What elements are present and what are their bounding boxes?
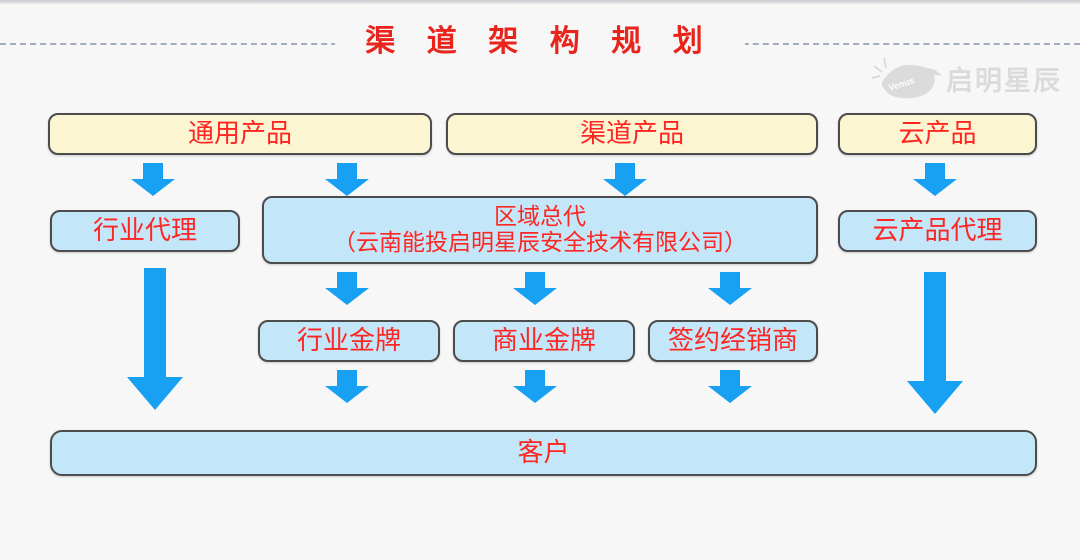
box-regional-distributor-company: （云南能投启明星辰安全技术有限公司）: [333, 230, 747, 255]
box-industry-gold-label: 行业金牌: [296, 326, 401, 356]
box-contracted-reseller: 签约经销商: [648, 320, 818, 362]
box-cloud-product-agent: 云产品代理: [838, 210, 1037, 252]
box-channel-products: 渠道产品: [446, 113, 818, 155]
box-general-products: 通用产品: [48, 113, 432, 155]
arrow-down-icon: [603, 163, 647, 196]
box-industry-agent-label: 行业代理: [92, 216, 197, 246]
venustech-comet-icon: Venus: [871, 57, 942, 99]
arrow-down-icon: [708, 272, 752, 305]
box-cloud-products-label: 云产品: [898, 119, 977, 149]
box-industry-gold: 行业金牌: [258, 320, 440, 362]
page-title: 渠 道 架 构 规 划: [0, 16, 1080, 60]
arrow-down-icon: [325, 272, 369, 305]
box-regional-distributor: 区域总代 （云南能投启明星辰安全技术有限公司）: [262, 196, 818, 264]
box-industry-agent: 行业代理: [50, 210, 240, 252]
page-title-text: 渠 道 架 构 规 划: [335, 16, 745, 60]
box-cloud-product-agent-label: 云产品代理: [872, 216, 1003, 246]
box-regional-distributor-title: 区域总代: [494, 203, 586, 229]
arrow-down-icon: [131, 163, 175, 196]
arrow-down-icon: [513, 370, 557, 403]
arrow-down-icon: [325, 370, 369, 403]
arrow-down-long-icon: [907, 272, 963, 414]
box-channel-products-label: 渠道产品: [579, 119, 684, 149]
box-contracted-reseller-label: 签约经销商: [667, 326, 798, 356]
box-commercial-gold-label: 商业金牌: [491, 326, 596, 356]
top-border-strip: [0, 0, 1080, 4]
arrow-down-icon: [513, 272, 557, 305]
box-general-products-label: 通用产品: [187, 119, 292, 149]
box-commercial-gold: 商业金牌: [453, 320, 635, 362]
arrow-down-icon: [913, 163, 957, 196]
arrow-down-icon: [708, 370, 752, 403]
logo-wordmark: 启明星辰: [946, 65, 1062, 96]
arrow-down-long-icon: [127, 268, 183, 410]
box-customers: 客户: [50, 430, 1037, 476]
arrow-down-icon: [325, 163, 369, 196]
box-customers-label: 客户: [517, 438, 570, 468]
box-cloud-products: 云产品: [838, 113, 1037, 155]
venustech-logo: Venus 启明星辰: [868, 52, 1062, 104]
